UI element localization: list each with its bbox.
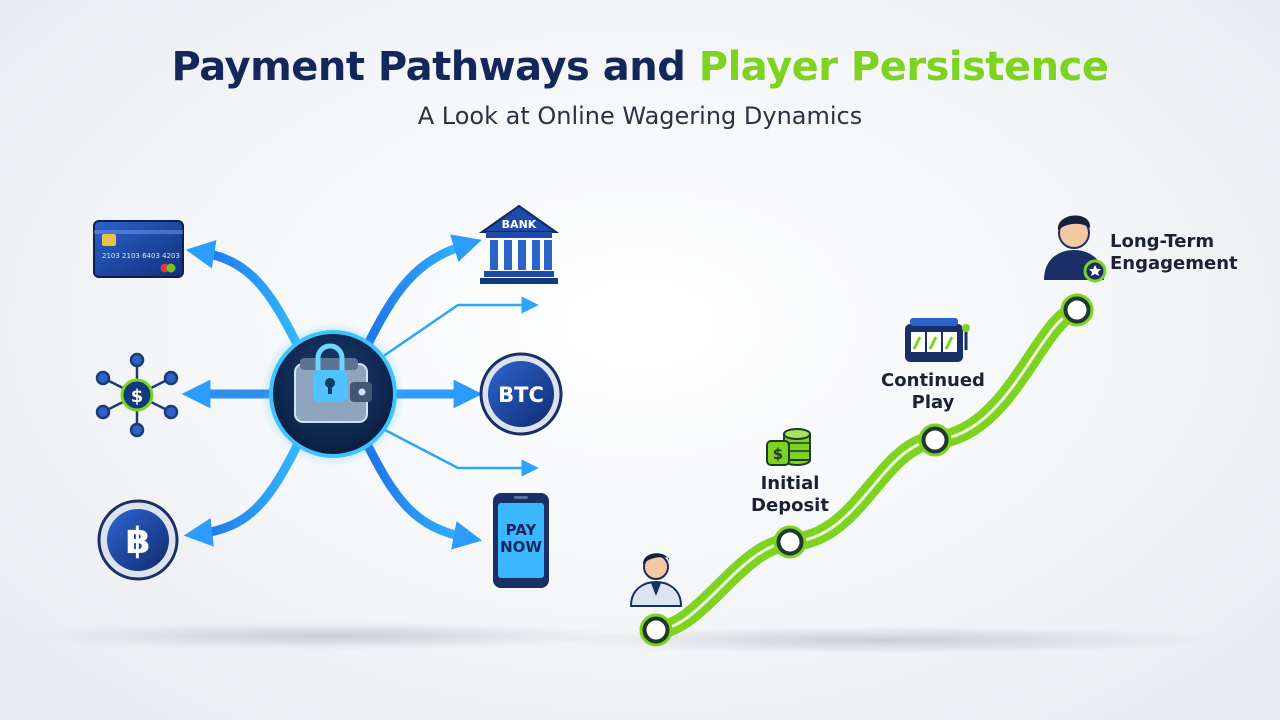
digital-network-dollar-symbol: $	[131, 386, 144, 407]
svg-text:$: $	[773, 445, 783, 463]
thin-arrow-upper	[383, 296, 539, 357]
bank-icon	[478, 204, 560, 284]
credit-card-icon: 2103 2103 6403 4203	[93, 220, 184, 278]
loyal-player-badge-icon	[1044, 215, 1107, 283]
coin-stack-dollar-icon: $	[766, 428, 811, 466]
arrow-to-mobile-pay	[360, 435, 483, 550]
player-journey-path	[647, 301, 1086, 639]
slot-machine-icon	[905, 318, 970, 362]
stage-label-line1: Continued	[881, 370, 985, 391]
mobile-pay-line2: NOW	[500, 538, 542, 556]
thin-arrow-lower	[383, 428, 539, 477]
stage-label-initial-deposit: Initial Deposit	[730, 473, 850, 517]
arrow-to-bitcoin	[183, 435, 305, 547]
bitcoin-coin-icon	[97, 499, 179, 581]
stage-label-line1: Initial	[760, 473, 820, 494]
journey-node-initial-deposit	[773, 525, 807, 559]
stage-label-long-term-engagement: Long-Term Engagement	[1110, 231, 1250, 275]
payment-arrows	[181, 234, 539, 550]
title-part-payment-pathways: Payment Pathways and	[171, 44, 699, 90]
locked-wallet-icon	[261, 322, 405, 466]
floor-shadow-left	[30, 622, 630, 650]
mobile-pay-icon	[493, 493, 549, 588]
player-avatar-icon	[629, 553, 683, 607]
bank-label: BANK	[502, 218, 537, 231]
title-part-player-persistence: Player Persistence	[698, 44, 1109, 90]
btc-token-icon	[479, 352, 563, 436]
btc-token-label: BTC	[498, 383, 544, 407]
page-title: Payment Pathways and Player Persistence	[0, 44, 1280, 90]
stage-label-line2: Deposit	[751, 495, 829, 516]
stage-label-line2: Play	[911, 392, 955, 413]
stage-label-continued-play: Continued Play	[868, 370, 998, 414]
mobile-pay-line1: PAY	[506, 521, 538, 539]
stage-label-line1: Long-Term	[1110, 231, 1215, 252]
floor-shadow-right	[550, 626, 1210, 654]
arrow-to-credit-card	[185, 240, 305, 355]
journey-node-start	[639, 613, 673, 647]
page-subtitle: A Look at Online Wagering Dynamics	[417, 102, 863, 130]
journey-node-long-term	[1060, 293, 1094, 327]
stage-label-line2: Engagement	[1110, 253, 1238, 274]
arrow-to-bank	[360, 234, 482, 355]
credit-card-number: 2103 2103 6403 4203	[102, 252, 180, 260]
bitcoin-coin-symbol: ฿	[125, 521, 150, 562]
digital-network-dollar-icon	[95, 352, 179, 438]
journey-node-continued-play	[918, 423, 952, 457]
